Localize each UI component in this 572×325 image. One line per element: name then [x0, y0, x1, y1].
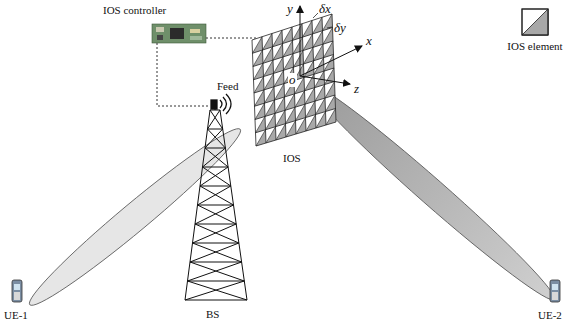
- axis-label: x: [366, 34, 372, 48]
- ue2-phone: [550, 280, 560, 302]
- legend-text: IOS element: [507, 40, 562, 52]
- ios-label: IOS: [283, 152, 301, 164]
- ue-label: UE-1: [4, 309, 28, 321]
- spacing-label: δx: [319, 2, 331, 16]
- controller-label: IOS controller: [103, 4, 166, 16]
- spacing-label: δy: [334, 21, 346, 35]
- beam-ue1: [21, 119, 249, 316]
- ue1-phone: [12, 280, 22, 302]
- controller-board: [152, 24, 206, 43]
- control-wire: [157, 43, 210, 106]
- origin-label: o: [288, 73, 297, 87]
- axis-label: y: [287, 2, 293, 16]
- feed-antenna: [211, 94, 231, 114]
- legend-sample: [521, 8, 549, 36]
- coordinate-axes: [300, 6, 362, 84]
- control-wire: [206, 38, 258, 39]
- bs-label: BS: [206, 308, 219, 320]
- ue-label: UE-2: [538, 309, 562, 321]
- axis-label: z: [354, 82, 359, 96]
- bs-tower: [185, 104, 247, 300]
- feed-label: Feed: [217, 80, 238, 92]
- beam-ue2: [301, 75, 563, 310]
